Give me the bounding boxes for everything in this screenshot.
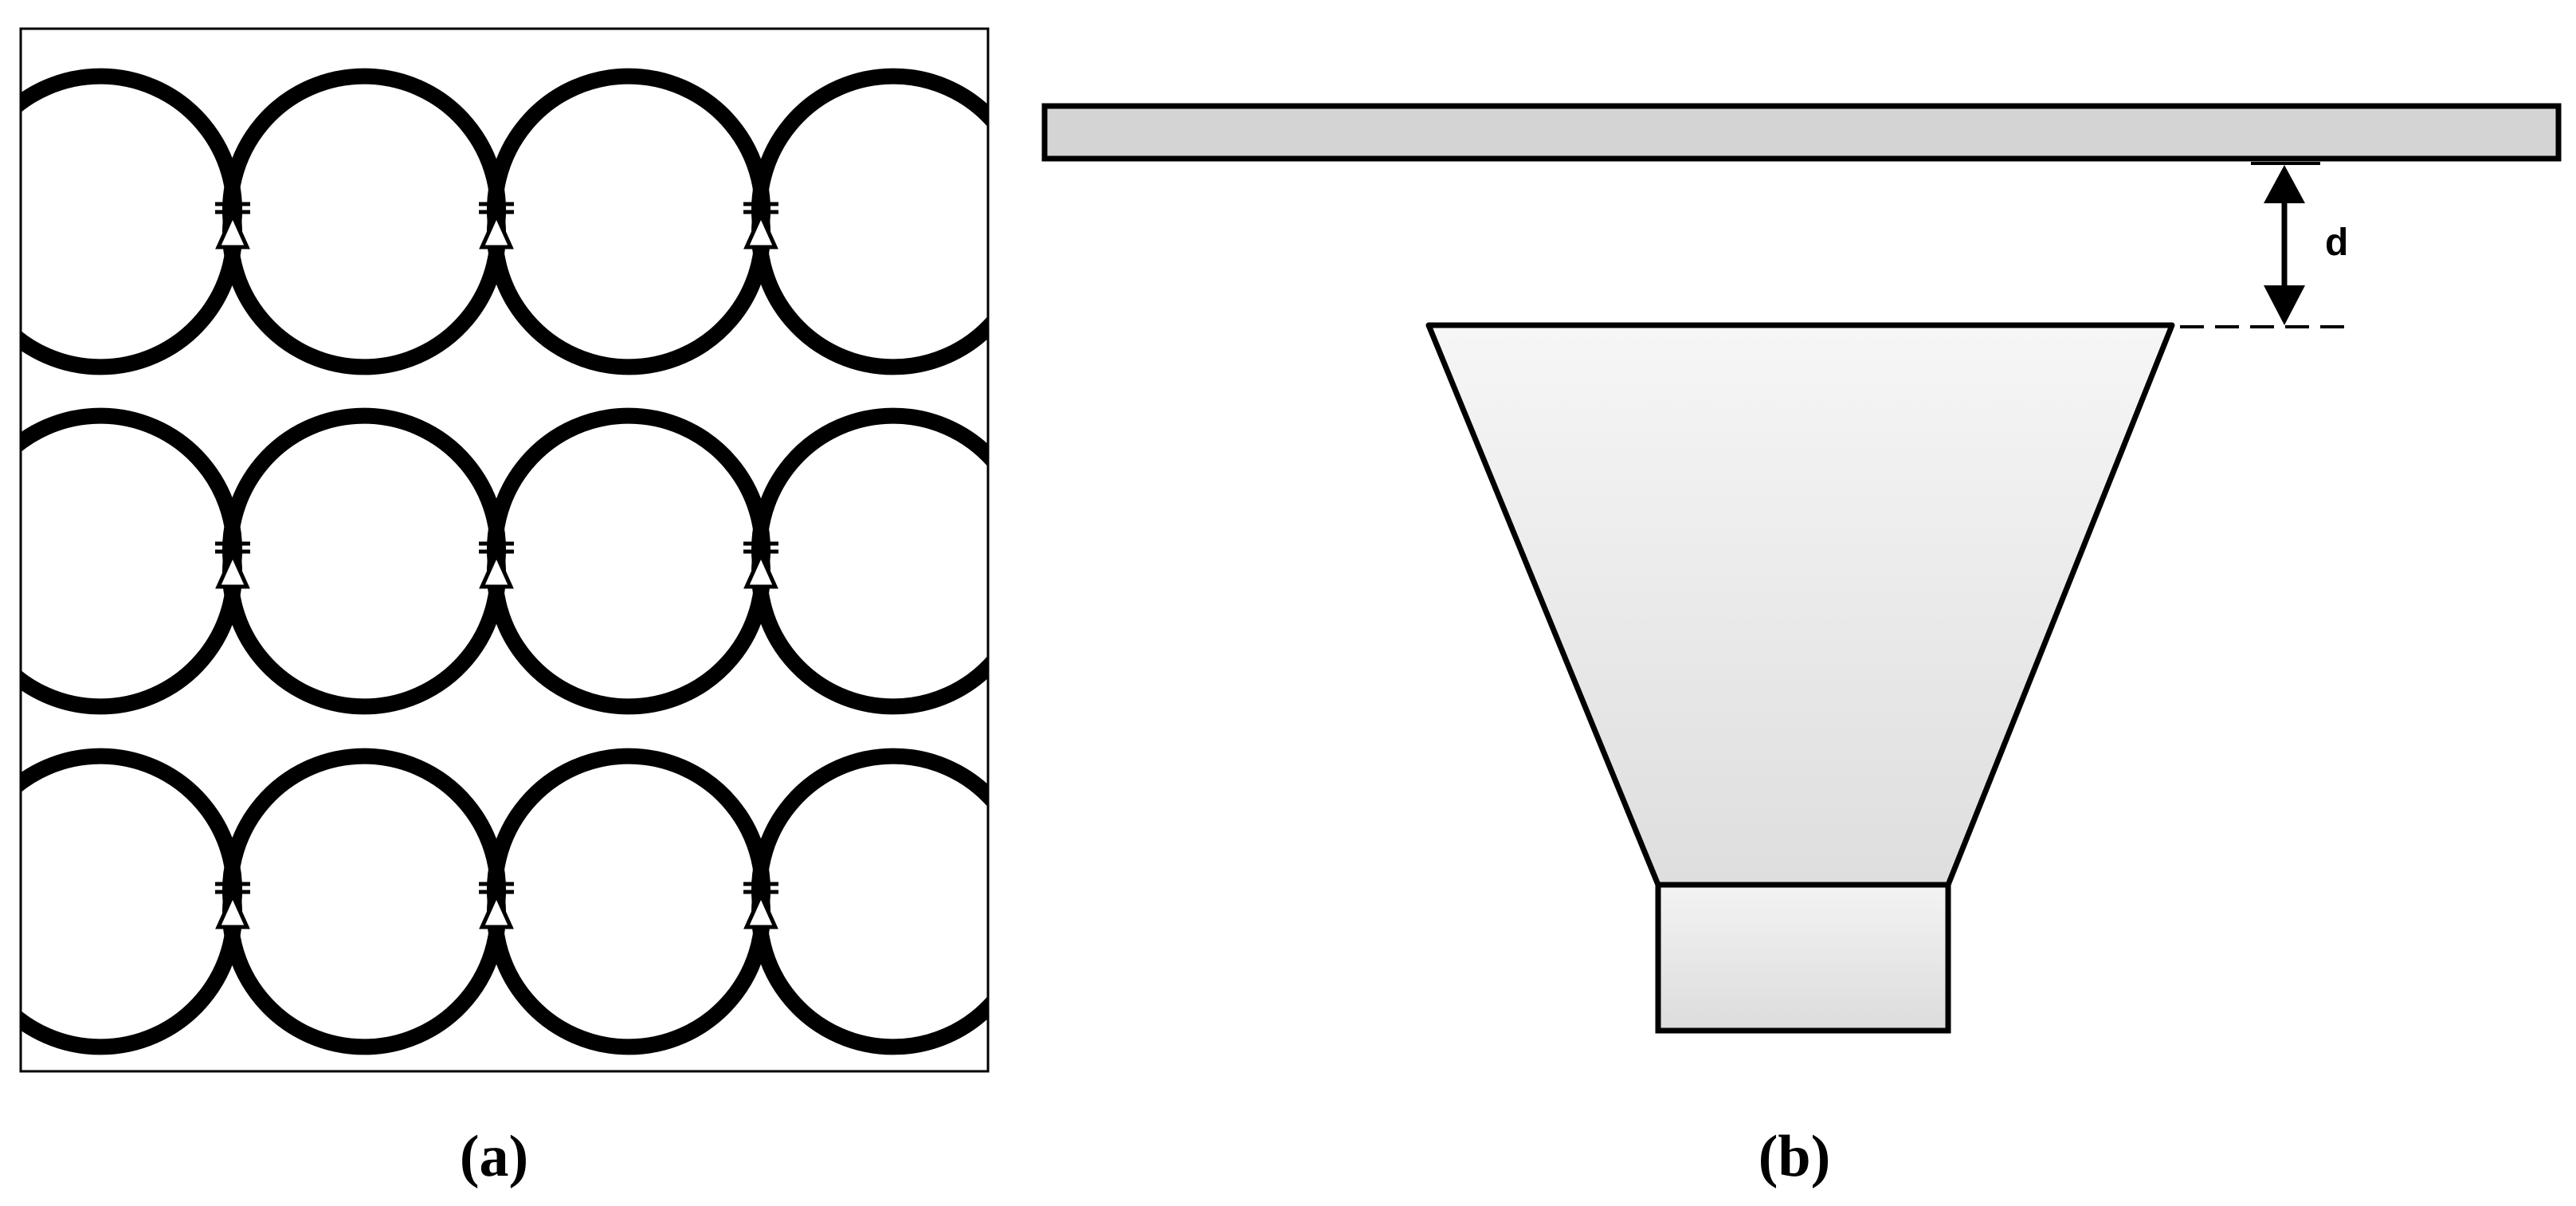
ring-lower-arc [222,202,506,375]
ring-upper-arc [751,407,988,581]
ring-upper-arc [222,407,506,581]
distance-label: d [2325,222,2348,264]
distance-arrow-down-head [2264,285,2305,325]
ring-lower-arc [21,882,242,1055]
ring-upper-arc [487,407,770,581]
ring-resonator-array [21,68,988,1055]
ring-lower-arc [751,882,988,1055]
diode-triangle [743,890,778,929]
panel-a-metasurface-array [19,27,990,1073]
varactor-diode [479,536,514,589]
varactor-diode [215,536,250,589]
diode-triangle [479,549,514,589]
distance-arrow-up-head [2264,165,2305,203]
varactor-diode-array [215,196,778,929]
varactor-diode [215,876,250,929]
varactor-diode [479,196,514,249]
ring-lower-arc [487,882,770,1055]
ring-row [21,407,988,715]
ring-upper-arc [487,748,770,921]
diode-triangle [743,210,778,249]
ring-upper-arc [751,748,988,921]
ring-row [21,68,988,375]
diode-triangle [215,210,250,249]
ring-upper-arc [21,407,242,581]
ring-lower-arc [222,882,506,1055]
diode-triangle [479,890,514,929]
ring-lower-arc [222,541,506,715]
ring-lower-arc [21,202,242,375]
horn-antenna-feed [1655,882,1951,1034]
ring-lower-arc [487,541,770,715]
varactor-diode [215,196,250,249]
ring-upper-arc [21,748,242,921]
diode-triangle [743,549,778,589]
varactor-diode [743,196,778,249]
panel-a-caption: (a) [460,1124,528,1189]
ring-upper-arc [487,68,770,242]
diode-triangle [479,210,514,249]
ring-upper-arc [222,68,506,242]
varactor-diode [479,876,514,929]
varactor-diode [743,536,778,589]
diode-triangle [215,549,250,589]
panel-b-horn-setup: d [1041,103,2562,1034]
varactor-diode [743,876,778,929]
ring-upper-arc [751,68,988,242]
reflector-plate [1041,103,2562,162]
ring-upper-arc [222,748,506,921]
ring-upper-arc [21,68,242,242]
ring-lower-arc [21,541,242,715]
ring-lower-arc [487,202,770,375]
diode-triangle [215,890,250,929]
ring-lower-arc [751,202,988,375]
horn-antenna-flare [1425,322,2175,888]
panel-b-caption: (b) [1759,1124,1830,1189]
ring-lower-arc [751,541,988,715]
ring-row [21,748,988,1055]
